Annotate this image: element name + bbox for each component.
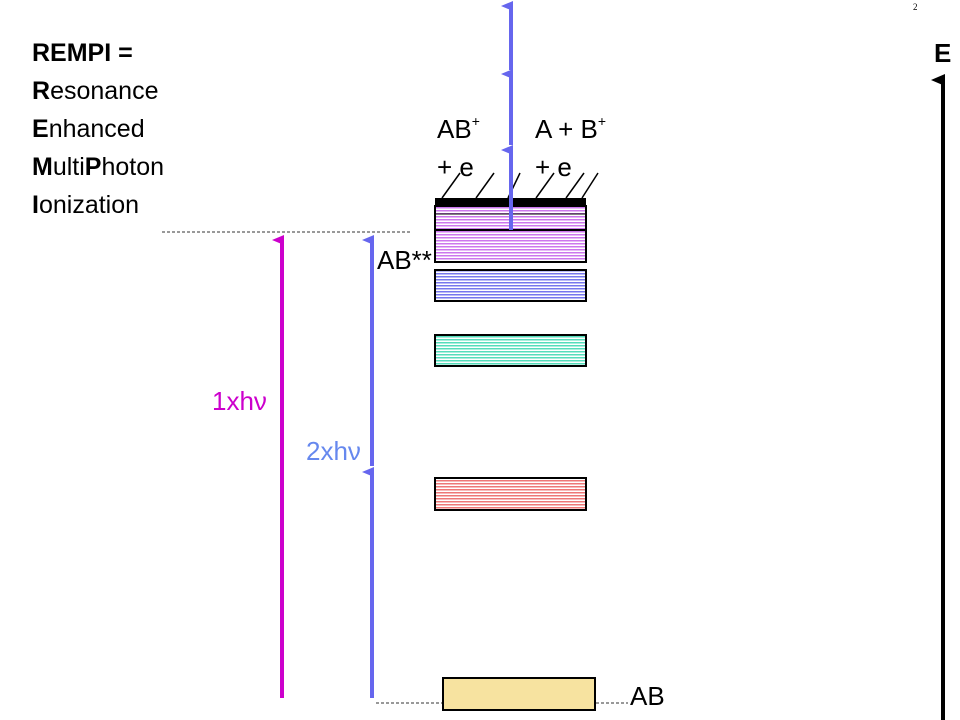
ion-a-bplus-label: A + B+	[535, 113, 607, 144]
two-photon-label: 2xhν	[306, 436, 361, 466]
one-photon-label: 1xhν	[212, 386, 267, 416]
excited-state-label: AB**	[377, 245, 432, 275]
slide-number: 2	[913, 2, 918, 12]
continuum-hatching	[441, 172, 599, 199]
band-blue	[434, 269, 587, 302]
band-teal	[434, 334, 587, 367]
ion-ab-plus-label: AB+	[437, 113, 480, 144]
title-line-5: Ionization	[32, 191, 140, 219]
band-red	[434, 477, 587, 511]
band-ground	[442, 677, 596, 711]
title-line-2: Resonance	[32, 77, 159, 105]
title-line-3: Enhanced	[32, 115, 145, 143]
title-line-4: MultiPhoton	[32, 153, 165, 181]
title-line-1: REMPI =	[32, 39, 133, 67]
ground-state-label: AB	[630, 681, 665, 711]
ion-a-bplus-electron-label: + e	[535, 152, 572, 182]
energy-axis-label: E	[934, 38, 952, 68]
ion-ab-electron-label: + e	[437, 152, 474, 182]
title-block: REMPI = Resonance Enhanced MultiPhoton I…	[32, 34, 164, 224]
